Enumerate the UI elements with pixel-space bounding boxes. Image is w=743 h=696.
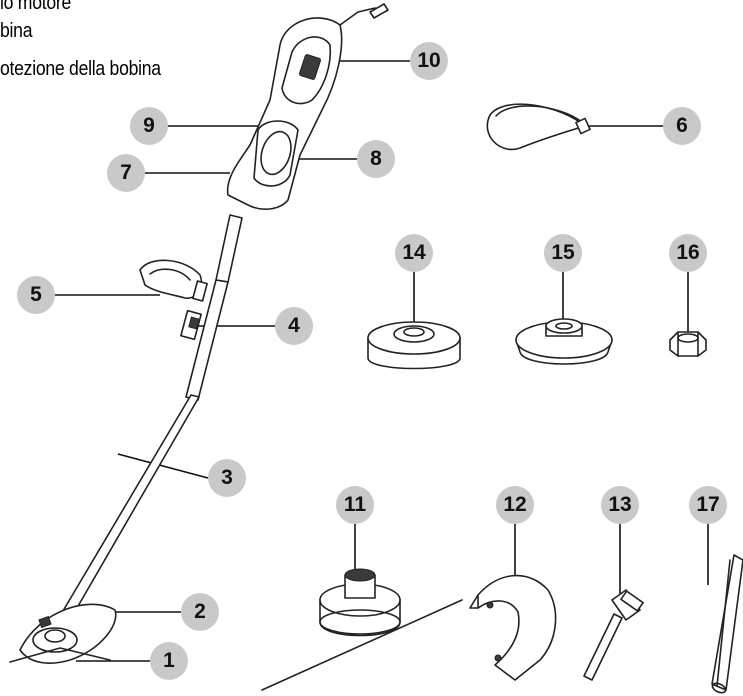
auxiliary-handle — [139, 259, 208, 302]
parts-list-line-3: otezione della bobina — [0, 58, 161, 80]
part-14-flange — [367, 321, 461, 370]
motor-housing — [226, 3, 389, 210]
callout-2: 2 — [181, 593, 219, 631]
callout-17: 17 — [689, 486, 727, 524]
callout-7: 7 — [107, 154, 145, 192]
callout-3: 3 — [208, 459, 246, 497]
callout-4: 4 — [275, 307, 313, 345]
callout-10: 10 — [410, 42, 448, 80]
part-12-guard — [469, 574, 557, 681]
callout-1: 1 — [150, 642, 188, 680]
callout-14: 14 — [395, 234, 433, 272]
callout-9: 9 — [130, 107, 168, 145]
part-15-flange — [515, 318, 613, 365]
parts-list-line-1: lo motore — [0, 0, 71, 14]
part-6-strap — [486, 103, 591, 151]
callout-13: 13 — [601, 486, 639, 524]
part-16-nut — [669, 331, 707, 357]
callout-8: 8 — [357, 140, 395, 178]
callout-5: 5 — [17, 276, 55, 314]
callout-12: 12 — [496, 486, 534, 524]
cutting-head — [9, 603, 117, 664]
callout-16: 16 — [669, 234, 707, 272]
part-11-spool — [261, 568, 463, 691]
callout-6: 6 — [663, 107, 701, 145]
callout-15: 15 — [544, 234, 582, 272]
parts-list-line-2: bina — [0, 20, 33, 42]
callout-11: 11 — [336, 486, 374, 524]
trimmer-shaft — [59, 214, 243, 621]
part-13-wrench — [583, 589, 644, 681]
part-17-rod — [711, 554, 743, 694]
